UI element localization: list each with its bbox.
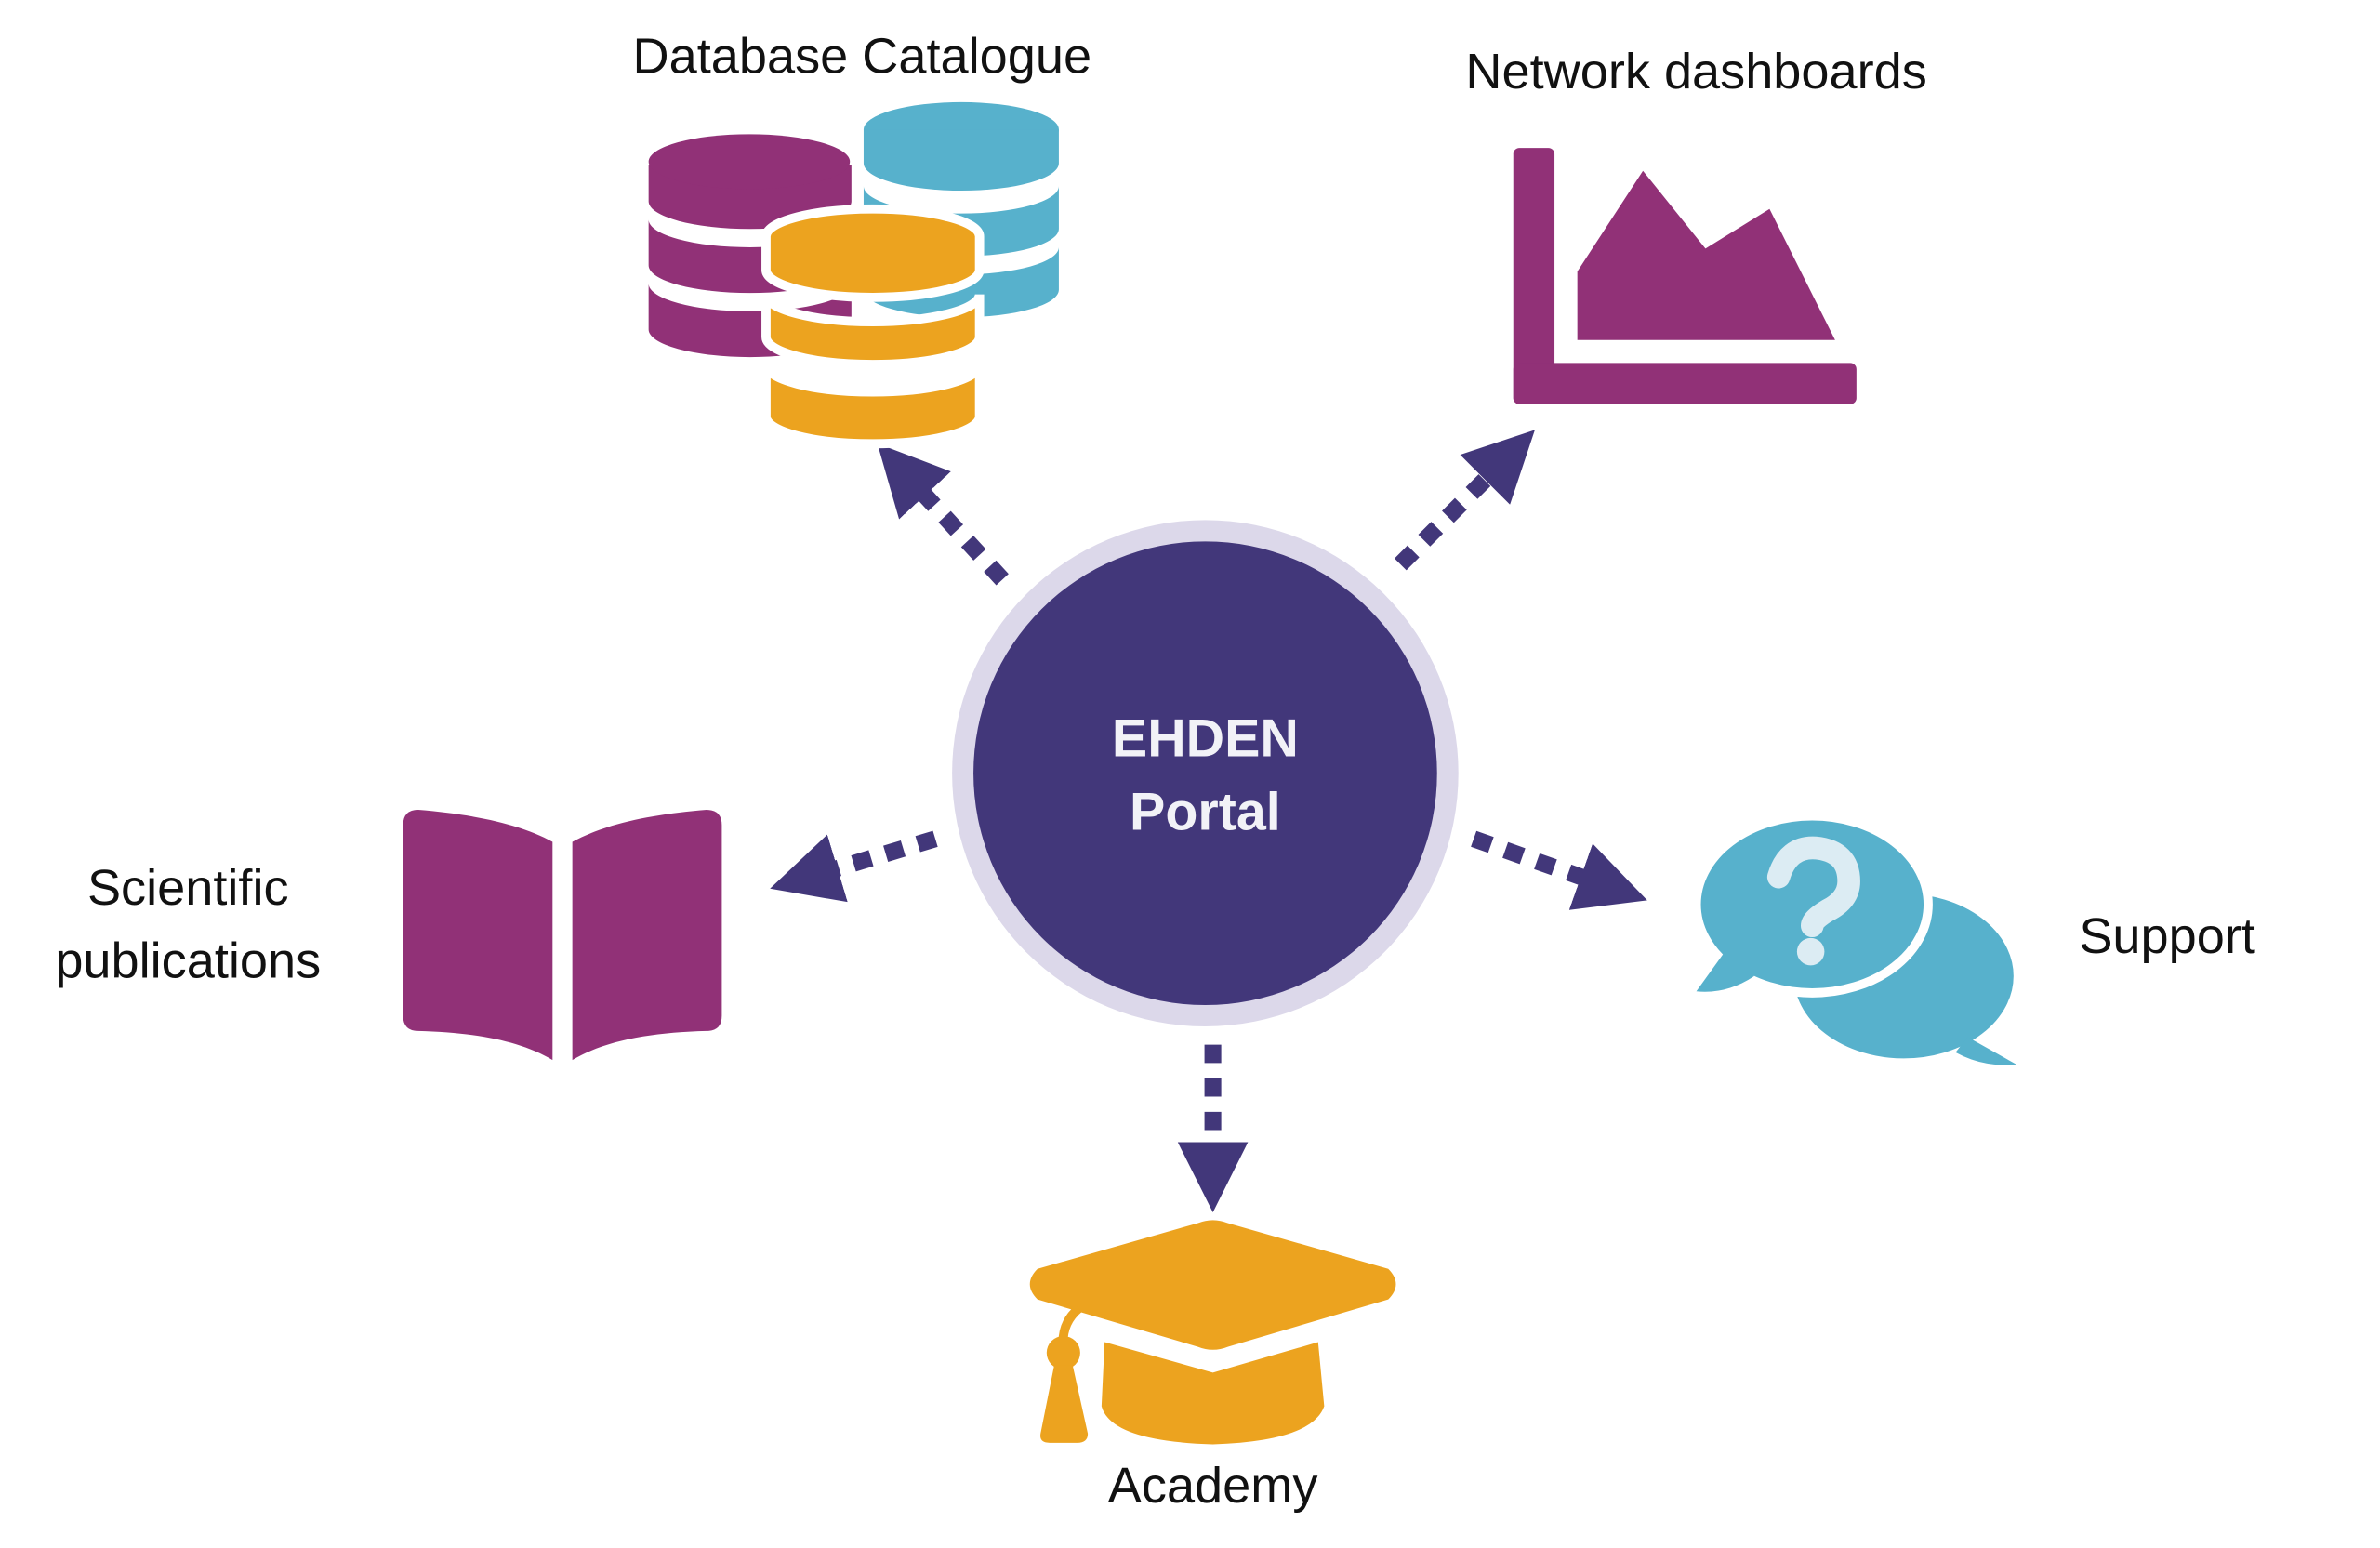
network-dashboards-label: Network dashboards xyxy=(1465,44,1926,99)
arrow-to-scientific-publications xyxy=(770,830,938,903)
arrows xyxy=(770,430,1647,1213)
arrow-to-database-catalogue xyxy=(877,443,1009,586)
scientific-publications-label-line2: publications xyxy=(55,933,321,988)
academy-label: Academy xyxy=(1108,1458,1318,1514)
graduation-cap-icon[interactable] xyxy=(1029,1220,1396,1445)
area-chart-icon[interactable] xyxy=(1513,148,1857,404)
center-title-line1: EHDEN xyxy=(1112,709,1299,769)
question-mark-icon xyxy=(1766,836,1860,966)
database-icon[interactable] xyxy=(648,101,1059,449)
database-cylinder-orange xyxy=(761,204,985,449)
open-book-icon[interactable] xyxy=(403,810,722,1061)
arrow-to-network-dashboards xyxy=(1394,430,1535,571)
support-label: Support xyxy=(2079,908,2255,964)
center-title-line2: Portal xyxy=(1130,782,1281,841)
database-catalogue-label: Database Catalogue xyxy=(633,29,1091,85)
scientific-publications-label-line1: Scientific xyxy=(87,860,289,916)
arrow-to-support xyxy=(1471,830,1647,910)
ehden-portal-node[interactable]: EHDEN Portal xyxy=(952,520,1459,1026)
support-chat-icon[interactable] xyxy=(1691,811,2026,1071)
